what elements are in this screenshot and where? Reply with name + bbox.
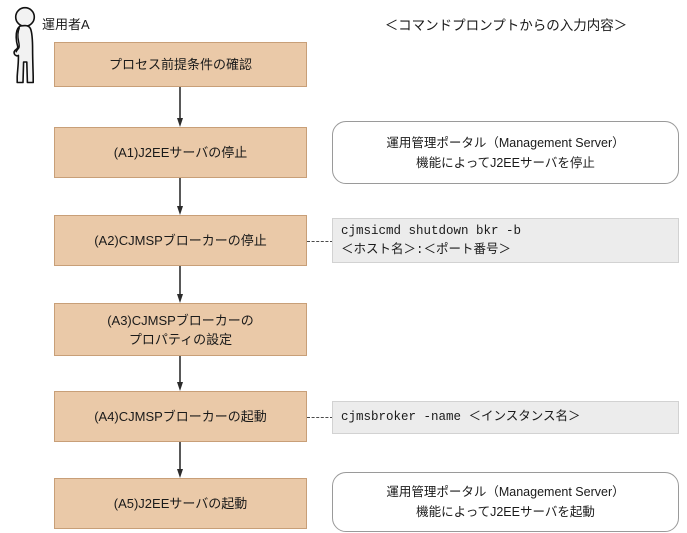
process-label: (A1)J2EEサーバの停止 — [113, 145, 248, 160]
note-line-2: 機能によってJ2EEサーバを起動 — [416, 505, 595, 519]
process-box-step-a2[interactable]: (A2)CJMSPブローカーの停止 — [54, 215, 307, 266]
flow-arrow-a4-to-a5 — [177, 442, 184, 478]
flow-arrow-a3-to-a4 — [177, 356, 184, 391]
process-box-step-0[interactable]: プロセス前提条件の確認 — [54, 42, 307, 87]
note-line-1: 運用管理ポータル（Management Server） — [386, 135, 625, 150]
note-box-step-a5: 運用管理ポータル（Management Server） 機能によってJ2EEサー… — [332, 472, 679, 532]
command-box-step-a2: cjmsicmd shutdown bkr -b ＜ホスト名＞:＜ポート番号＞ — [332, 218, 679, 263]
process-box-step-a3[interactable]: (A3)CJMSPブローカーの プロパティの設定 — [54, 303, 307, 356]
dashed-connector-a4 — [307, 417, 333, 418]
flow-arrow-0-to-1 — [177, 87, 184, 127]
process-box-step-a4[interactable]: (A4)CJMSPブローカーの起動 — [54, 391, 307, 442]
command-line-1: cjmsicmd shutdown bkr -b — [341, 223, 522, 238]
command-box-step-a4: cjmsbroker -name ＜インスタンス名＞ — [332, 401, 679, 434]
person-standing-icon — [6, 6, 46, 88]
process-label-line-1: (A3)CJMSPブローカーの — [107, 312, 254, 328]
command-line-2: ＜ホスト名＞:＜ポート番号＞ — [341, 242, 512, 257]
note-line-1: 運用管理ポータル（Management Server） — [386, 485, 625, 499]
process-label: (A5)J2EEサーバの起動 — [113, 496, 248, 511]
process-box-step-a5[interactable]: (A5)J2EEサーバの起動 — [54, 478, 307, 529]
process-label-line-2: プロパティの設定 — [128, 331, 233, 347]
note-line-2: 機能によってJ2EEサーバを停止 — [416, 155, 595, 170]
process-label: (A4)CJMSPブローカーの起動 — [94, 409, 267, 424]
process-label: (A2)CJMSPブローカーの停止 — [94, 233, 267, 248]
note-box-step-a1: 運用管理ポータル（Management Server） 機能によってJ2EEサー… — [332, 121, 679, 184]
flow-arrow-a2-to-a3 — [177, 266, 184, 303]
dashed-connector-a2 — [307, 241, 333, 242]
process-label: プロセス前提条件の確認 — [108, 57, 252, 72]
command-line-1: cjmsbroker -name ＜インスタンス名＞ — [341, 410, 581, 424]
flow-arrow-a1-to-a2 — [177, 178, 184, 215]
command-column-header: ＜コマンドプロンプトからの入力内容＞ — [384, 18, 628, 33]
actor-label: 運用者A — [42, 17, 90, 32]
process-box-step-a1[interactable]: (A1)J2EEサーバの停止 — [54, 127, 307, 178]
